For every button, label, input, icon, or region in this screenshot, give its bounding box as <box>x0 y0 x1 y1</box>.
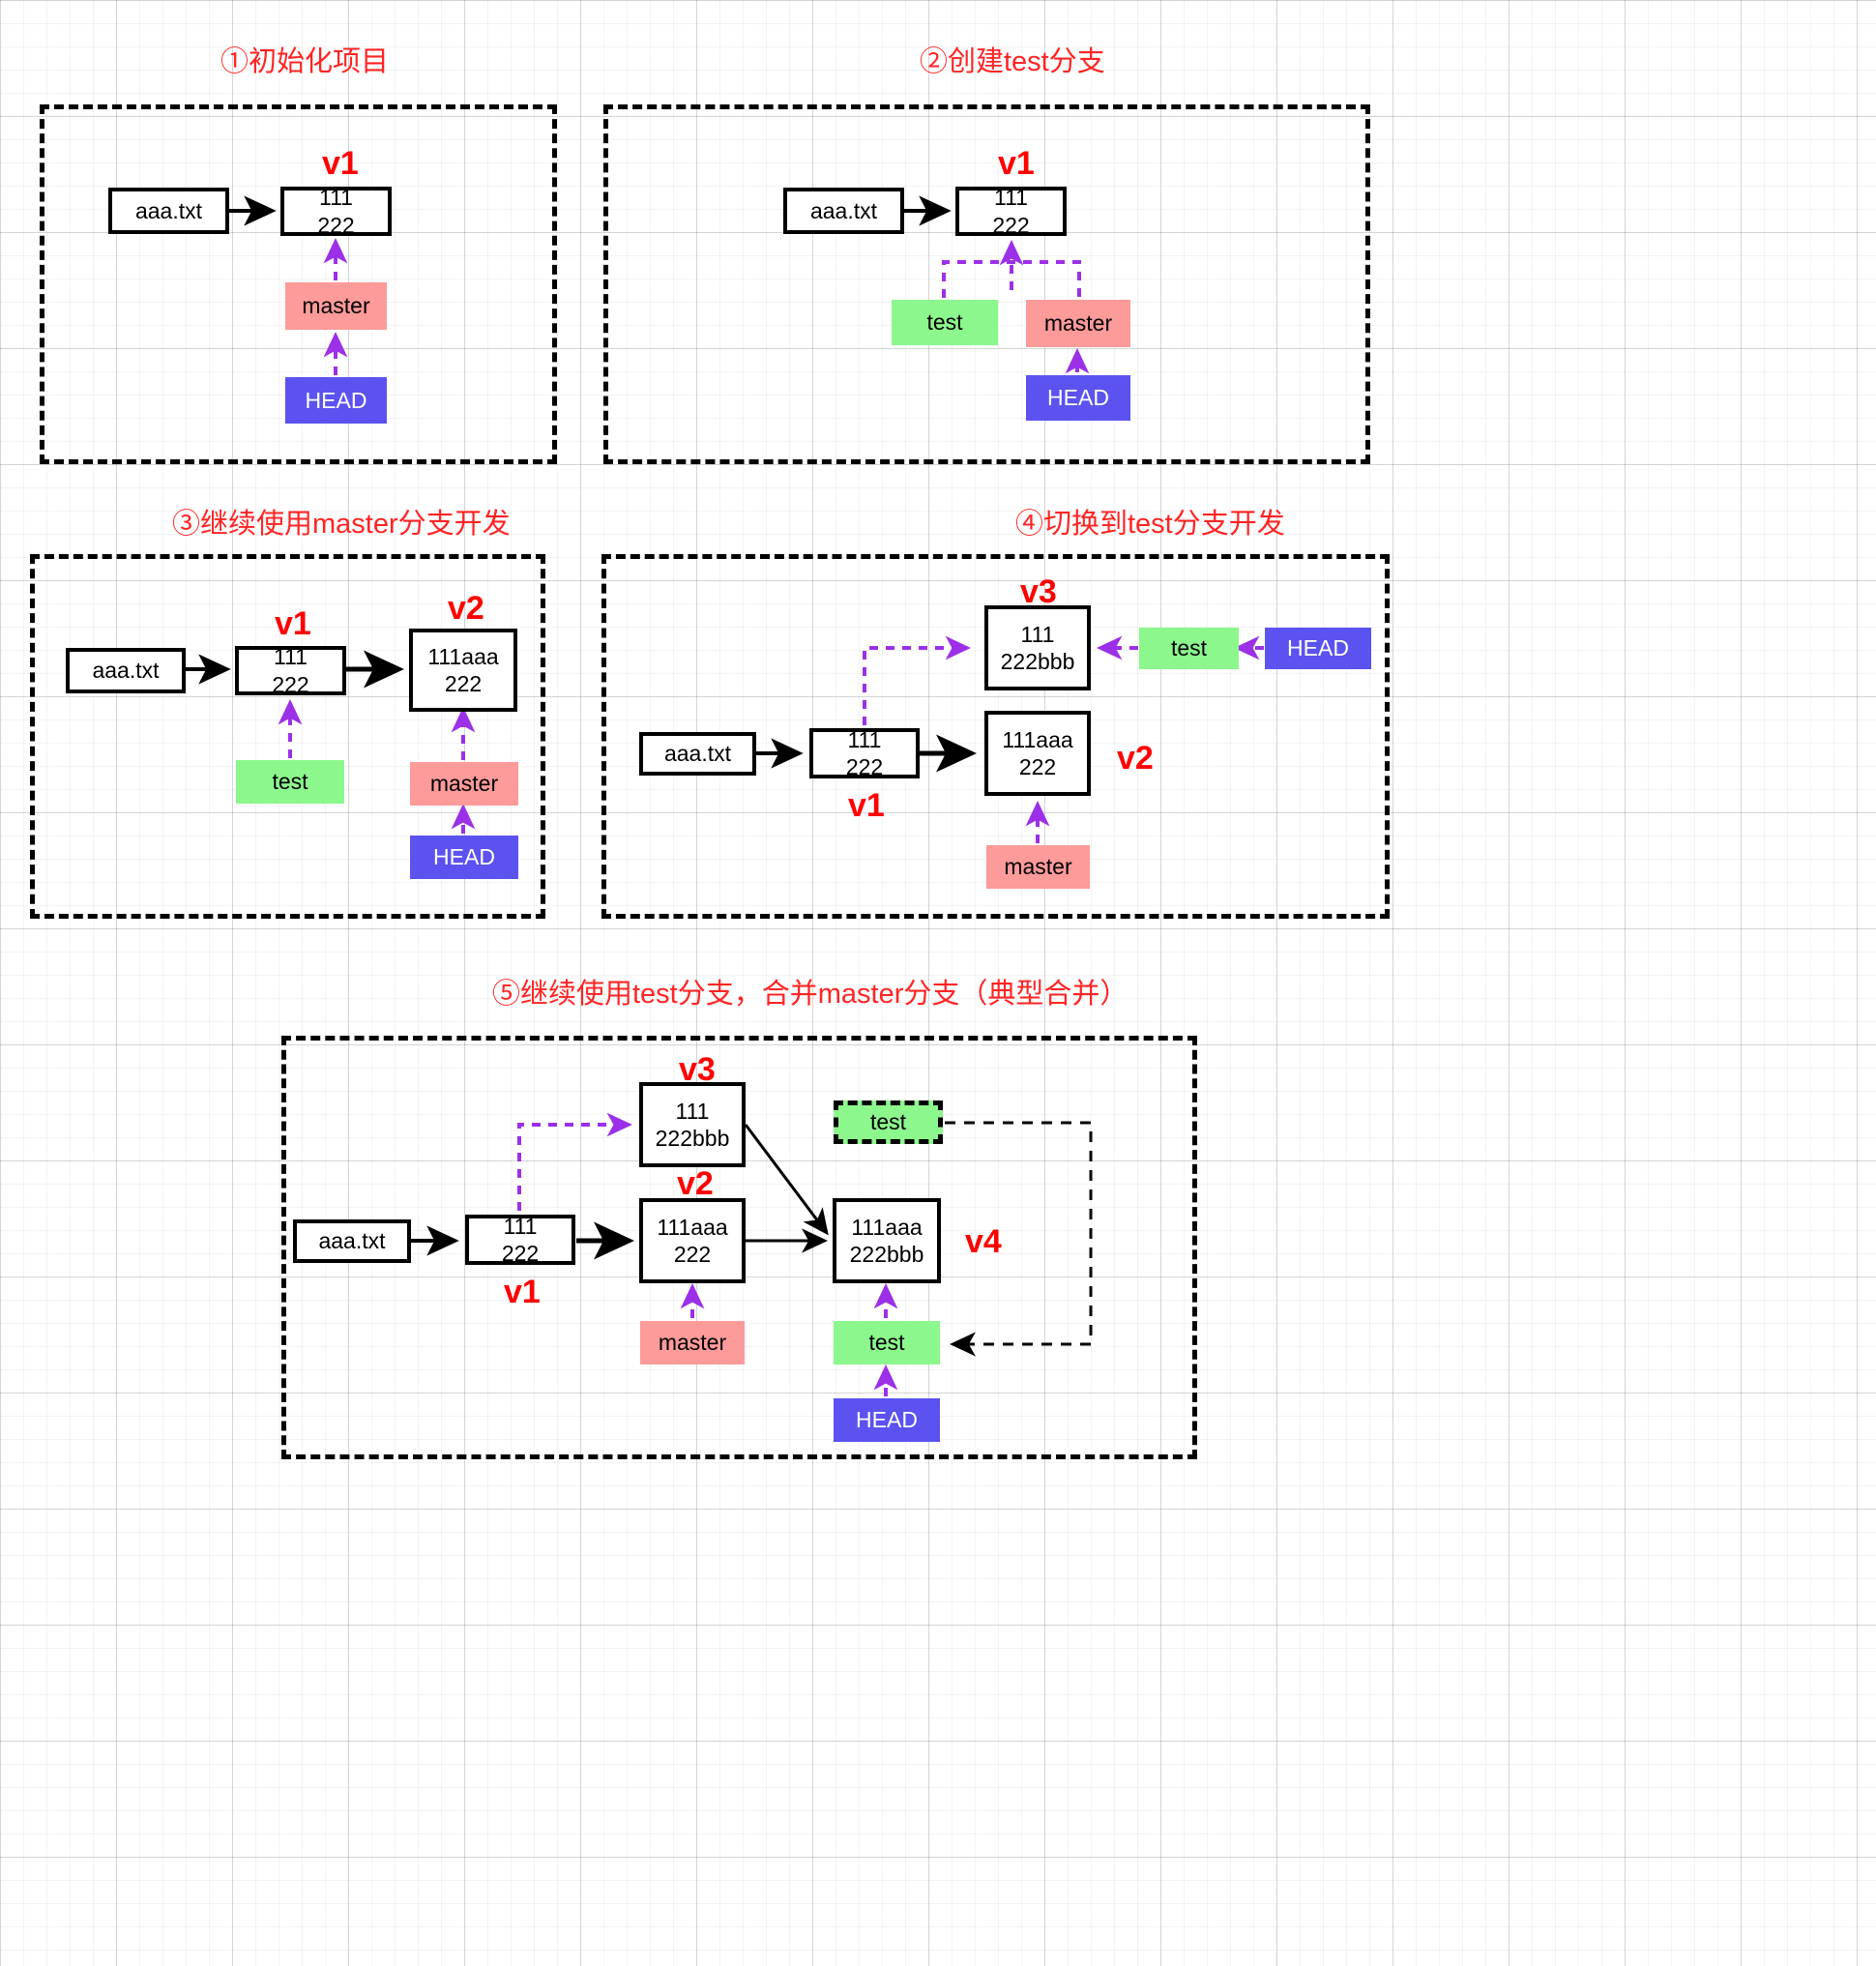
commit-line-2: 222 <box>673 1242 712 1267</box>
file-node-label: aaa.txt <box>134 197 203 223</box>
branch-node-master-panel2: master <box>1026 300 1130 347</box>
branch-label: test <box>1170 635 1208 661</box>
commit-node-v1-panel5: 111 222 <box>465 1213 575 1266</box>
commit-line-1: 111 <box>503 1213 538 1239</box>
head-node-panel1: HEAD <box>285 377 387 424</box>
branch-node-master-panel5: master <box>640 1321 745 1364</box>
panel-frame-1 <box>40 104 557 464</box>
file-node-label: aaa.txt <box>92 658 160 684</box>
version-label-v3-panel5: v3 <box>679 1051 716 1088</box>
commit-node-v2-panel5: 111aaa 222 <box>639 1198 746 1283</box>
version-label-v4-panel5: v4 <box>965 1223 1002 1260</box>
branch-label: master <box>658 1330 727 1356</box>
commit-line-2: 222bbb <box>1000 649 1075 674</box>
version-label-v1-panel5: v1 <box>504 1274 541 1310</box>
commit-node-v2-panel3: 111aaa 222 <box>409 629 517 712</box>
version-label-v1-panel2: v1 <box>998 145 1035 182</box>
panel-title-5: ⑤继续使用test分支，合并master分支（典型合并） <box>492 979 1129 1010</box>
commit-line-1: 111aaa <box>657 1214 728 1240</box>
commit-line-2: 222bbb <box>655 1126 730 1151</box>
head-node-panel4: HEAD <box>1265 628 1371 669</box>
branch-node-test-panel2: test <box>892 300 998 345</box>
commit-node-v1-panel3: 111 222 <box>235 644 346 697</box>
commit-node-v2-panel4: 111aaa 222 <box>984 711 1091 796</box>
file-node-aaa-txt-panel2: aaa.txt <box>783 188 904 234</box>
head-node-panel3: HEAD <box>410 836 518 879</box>
commit-line-1: 111aaa <box>851 1214 923 1240</box>
panel-frame-5 <box>281 1036 1197 1459</box>
commit-node-v1-panel4: 111 222 <box>809 726 920 779</box>
branch-label: test <box>868 1330 905 1356</box>
head-label: HEAD <box>1287 635 1349 661</box>
panel-frame-2 <box>603 104 1370 464</box>
commit-node-v3-panel4: 111 222bbb <box>984 605 1091 690</box>
commit-node-v3-panel5: 111 222bbb <box>639 1082 746 1167</box>
branch-node-master-panel1: master <box>285 282 387 330</box>
commit-line-1: 111aaa <box>1002 726 1073 752</box>
panel-title-4: ④切换到test分支开发 <box>1015 509 1285 540</box>
file-node-aaa-txt-panel4: aaa.txt <box>639 732 756 776</box>
commit-line-1: 111 <box>319 185 353 211</box>
panel-frame-3 <box>30 554 545 919</box>
version-label-v1-panel3: v1 <box>275 605 311 642</box>
commit-line-2: 222 <box>501 1241 540 1266</box>
commit-line-2: 222bbb <box>849 1242 924 1267</box>
commit-line-2: 222 <box>272 671 309 697</box>
commit-line-2: 222 <box>845 754 884 779</box>
head-label: HEAD <box>856 1407 918 1433</box>
branch-node-test-panel5: test <box>834 1321 940 1364</box>
head-node-panel5: HEAD <box>834 1398 940 1442</box>
version-label-v1-panel4: v1 <box>848 787 885 824</box>
version-label-v3-panel4: v3 <box>1020 573 1057 610</box>
commit-node-v1-panel2: 111 222 <box>955 185 1067 238</box>
branch-label: test <box>272 769 308 795</box>
commit-line-1: 111 <box>847 726 882 752</box>
branch-label: master <box>1043 310 1113 337</box>
head-label: HEAD <box>305 387 367 413</box>
commit-line-1: 111 <box>994 185 1028 211</box>
file-node-label: aaa.txt <box>663 741 732 767</box>
branch-node-test-ghost-panel5: test <box>834 1100 943 1144</box>
commit-line-1: 111 <box>675 1098 710 1124</box>
branch-node-master-panel4: master <box>986 845 1090 889</box>
branch-label: master <box>1004 854 1072 880</box>
branch-label: master <box>429 771 499 797</box>
commit-line-2: 222 <box>317 212 355 238</box>
commit-line-2: 222 <box>992 212 1030 238</box>
branch-node-master-panel3: master <box>410 762 518 806</box>
file-node-label: aaa.txt <box>809 197 878 223</box>
panel-title-3: ③继续使用master分支开发 <box>172 509 511 540</box>
commit-line-2: 222 <box>1018 754 1057 779</box>
panel-frame-4 <box>601 554 1390 919</box>
branch-node-test-panel4: test <box>1139 628 1239 669</box>
file-node-aaa-txt-panel5: aaa.txt <box>293 1219 411 1263</box>
branch-node-test-panel3: test <box>236 760 344 804</box>
branch-label: test <box>926 309 963 336</box>
commit-line-1: 111 <box>1020 621 1055 647</box>
version-label-v2-panel4: v2 <box>1117 740 1154 777</box>
file-node-label: aaa.txt <box>318 1228 386 1254</box>
commit-line-2: 222 <box>444 671 483 696</box>
panel-title-1: ①初始化项目 <box>220 46 390 77</box>
commit-node-v1-panel1: 111 222 <box>280 185 392 238</box>
file-node-aaa-txt-panel1: aaa.txt <box>108 188 229 234</box>
head-label: HEAD <box>1047 385 1109 411</box>
commit-line-1: 111 <box>274 644 308 670</box>
head-label: HEAD <box>433 844 495 870</box>
file-node-aaa-txt-panel3: aaa.txt <box>66 648 186 693</box>
version-label-v2-panel5: v2 <box>677 1165 714 1202</box>
branch-label: master <box>302 293 370 319</box>
branch-label: test <box>869 1109 907 1135</box>
commit-line-1: 111aaa <box>427 643 499 669</box>
version-label-v1-panel1: v1 <box>322 145 359 182</box>
panel-title-2: ②创建test分支 <box>920 46 1105 77</box>
version-label-v2-panel3: v2 <box>448 590 484 627</box>
head-node-panel2: HEAD <box>1026 375 1130 421</box>
commit-node-v4-panel5: 111aaa 222bbb <box>833 1198 941 1283</box>
